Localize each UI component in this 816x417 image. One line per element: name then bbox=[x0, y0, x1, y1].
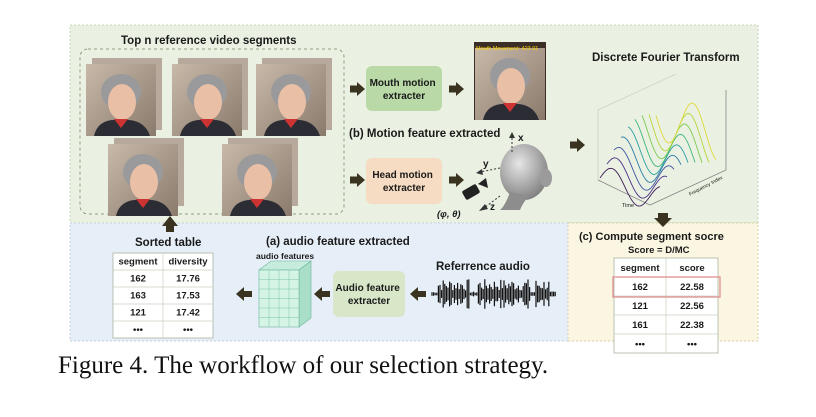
reference-audio-label: Referrence audio bbox=[436, 261, 530, 273]
dft-title: Discrete Fourier Transform bbox=[592, 52, 740, 64]
sorted-table-title: Sorted table bbox=[135, 237, 201, 249]
audio-extractor-line-1: Audio feature bbox=[335, 283, 400, 294]
sorted-table-cell: 162 bbox=[130, 274, 146, 285]
camera-icon bbox=[462, 178, 488, 200]
sorted-table-cell: ••• bbox=[183, 325, 194, 336]
audio-features-cube bbox=[258, 260, 312, 328]
score-table: segment score 162 22.58 121 22.56 161 22.38 ••• •… bbox=[613, 257, 719, 354]
sorted-table-cell: 163 bbox=[130, 291, 146, 302]
section-a-title: (a) audio feature extracted bbox=[266, 236, 410, 248]
figure-caption: Figure 4. The workflow of our selection … bbox=[58, 352, 549, 379]
head-motion-extractor bbox=[366, 158, 442, 204]
dft-wave-curve bbox=[627, 126, 689, 175]
sorted-table: segment diversity 162 17.76 163 17.53 121 17.42… bbox=[112, 252, 214, 339]
axis-y-label: y bbox=[483, 159, 489, 170]
head-extractor-line-1: Head motion bbox=[372, 170, 433, 181]
svg-text:Audio feature extracter: Audio feature extracter bbox=[335, 283, 402, 307]
axis-x-label: x bbox=[518, 133, 524, 144]
sorted-table-cell: 17.53 bbox=[176, 291, 200, 302]
score-table-cell: 22.38 bbox=[680, 320, 704, 331]
score-table-header: segment bbox=[620, 263, 660, 274]
dft-wave-curve bbox=[599, 167, 661, 207]
dft-wave-curve bbox=[655, 102, 717, 160]
head-model bbox=[500, 144, 552, 210]
mouth-frame-overlay: Mouth Movement: 423.91 bbox=[476, 46, 538, 52]
section-b-title: (b) Motion feature extracted bbox=[349, 128, 500, 140]
score-table-cell: ••• bbox=[687, 339, 698, 350]
cube-grid bbox=[259, 270, 299, 327]
audio-features-label: audio features bbox=[256, 251, 314, 261]
score-table-cell: 22.56 bbox=[680, 301, 704, 312]
head-extractor-line-2: extracter bbox=[383, 183, 425, 194]
svg-text:Mouth motion extracter: Mouth motion extracter bbox=[370, 78, 439, 102]
reference-audio-waveform bbox=[431, 279, 556, 309]
dft-axis-time: Time bbox=[622, 203, 634, 209]
reference-title: Top n reference video segments bbox=[121, 35, 297, 47]
sorted-table-cell: ••• bbox=[133, 325, 144, 336]
score-table-cell: ••• bbox=[635, 339, 646, 350]
sorted-table-cell: 17.42 bbox=[176, 308, 200, 319]
arrow-to-sorted-table bbox=[236, 287, 252, 301]
score-table-cell: 121 bbox=[632, 301, 649, 312]
sorted-table-cell: 121 bbox=[130, 308, 147, 319]
segment-thumb-1 bbox=[86, 58, 162, 136]
arrow-dft-to-score bbox=[654, 213, 672, 227]
mouth-extractor-line-1: Mouth motion bbox=[370, 78, 436, 89]
segment-thumb-3 bbox=[256, 58, 332, 136]
score-table-cell: 162 bbox=[632, 282, 648, 293]
sorted-table-header: diversity bbox=[168, 257, 208, 268]
dft-wave-curve bbox=[634, 119, 696, 168]
mouth-motion-frame: Mouth Movement: 423.91 bbox=[474, 42, 546, 120]
audio-feature-extractor bbox=[333, 271, 405, 317]
segment-thumb-2 bbox=[172, 58, 248, 136]
axis-z-label: z bbox=[490, 202, 495, 213]
dft-wave-curve bbox=[620, 136, 682, 183]
segment-thumb-4 bbox=[108, 138, 184, 216]
axis-z: z bbox=[479, 195, 501, 213]
dft-wave-curve bbox=[613, 146, 675, 191]
score-top-row-highlight bbox=[612, 276, 721, 298]
arrow-sorted-to-reference bbox=[162, 216, 178, 232]
angles-label: (φ, θ) bbox=[437, 209, 461, 220]
svg-text:Head motion extracter: Head motion extracter bbox=[372, 170, 435, 194]
axis-y: y bbox=[476, 159, 501, 175]
sorted-table-cell: 17.76 bbox=[176, 274, 200, 285]
dft-waves bbox=[599, 102, 717, 207]
segment-thumb-5 bbox=[222, 138, 298, 216]
score-table-cell: 161 bbox=[632, 320, 649, 331]
section-c-title: (c) Compute segment socre bbox=[579, 231, 724, 243]
mouth-extractor-line-2: extracter bbox=[383, 91, 425, 102]
video-segment-thumbnails bbox=[86, 58, 332, 216]
sorted-table-header: segment bbox=[118, 257, 158, 268]
reference-group-outline bbox=[79, 48, 345, 215]
score-formula: Score = D/MC bbox=[628, 245, 690, 256]
axis-x: x bbox=[509, 132, 524, 152]
arrow-to-audio-extractor bbox=[410, 287, 426, 301]
score-table-cell: 22.58 bbox=[680, 282, 704, 293]
dft-wave-curve bbox=[606, 157, 668, 199]
arrow-to-audio-features bbox=[314, 287, 330, 301]
score-table-header: score bbox=[679, 263, 704, 274]
mouth-motion-extractor bbox=[366, 66, 442, 111]
audio-extractor-line-2: extracter bbox=[348, 296, 390, 307]
